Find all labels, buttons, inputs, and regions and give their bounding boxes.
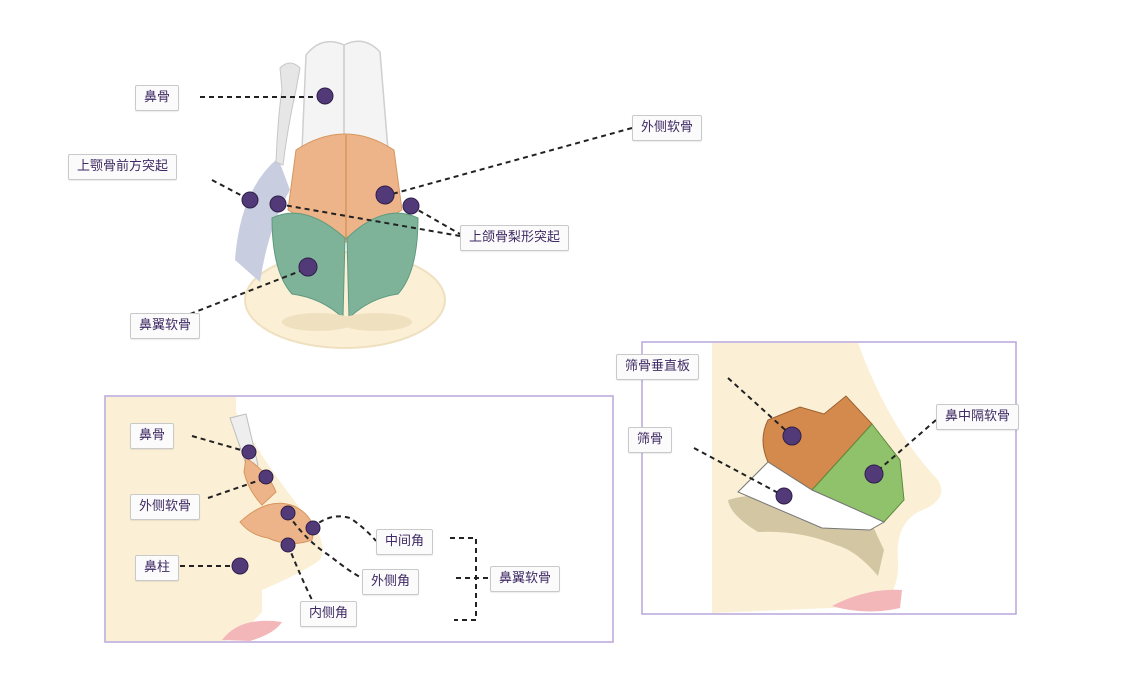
nostril-base-shadow [244, 251, 446, 349]
leader-piriform-a [277, 203, 461, 237]
vomer-shape [728, 495, 884, 576]
label-side-nasal-bone: 鼻骨 [130, 423, 175, 449]
marker-side-lateral [258, 469, 274, 485]
label-maxilla-piriform-process: 上颌骨梨形突起 [460, 225, 570, 251]
label-middle-crus: 中间角 [376, 529, 434, 555]
maxilla-side-shading [235, 158, 290, 282]
label-ethmoid-bone: 筛骨 [628, 427, 673, 453]
marker-piriform-left [269, 195, 287, 213]
marker-alar-top [298, 257, 318, 277]
label-alar-cartilage-side: 鼻翼软骨 [490, 566, 561, 592]
marker-ethmoid [775, 487, 793, 505]
marker-nasal-bone [316, 87, 334, 105]
leader-piriform-b [410, 205, 461, 235]
label-side-lateral-cartilage: 外侧软骨 [130, 494, 201, 520]
leader-side-nasal-bone [191, 435, 249, 453]
septal-cartilage-shape [811, 423, 905, 523]
marker-medial-crus [280, 537, 296, 553]
marker-lateral-crus [280, 505, 296, 521]
leader-side-lateral [207, 477, 267, 499]
left-nostril [282, 313, 354, 331]
marker-side-nasal-bone [241, 444, 257, 460]
leader-ethmoid [693, 447, 785, 497]
label-nasal-bone: 鼻骨 [135, 85, 180, 111]
marker-septal [864, 464, 884, 484]
label-lateral-crus: 外侧角 [362, 569, 420, 595]
leader-middle-crus [311, 515, 377, 542]
septum-view-panel [641, 341, 1017, 615]
marker-ethmoid-plate [782, 426, 802, 446]
label-medial-crus: 内侧角 [300, 601, 358, 627]
right-nostril [340, 313, 412, 331]
leader-septal [873, 419, 937, 475]
ethmoid-bone-shape [737, 461, 886, 531]
leader-alar-top [189, 267, 309, 315]
leader-lateral-cartilage-top [384, 127, 633, 197]
alar-cartilage-right-shape [346, 212, 419, 320]
septum-view-lip [832, 589, 902, 612]
nasal-bone-side-plate [275, 62, 301, 166]
side-view-lip [222, 620, 282, 641]
label-columella: 鼻柱 [135, 555, 180, 581]
marker-piriform-right [402, 197, 420, 215]
leader-maxilla-frontal [211, 179, 251, 201]
label-alar-cartilage-top: 鼻翼软骨 [130, 313, 201, 339]
label-maxilla-frontal-process: 上颚骨前方突起 [68, 154, 178, 180]
leader-bracket [450, 537, 490, 621]
marker-lateral-cartilage [375, 185, 395, 205]
leader-lines [180, 96, 937, 621]
label-septal-cartilage: 鼻中隔软骨 [936, 404, 1020, 430]
marker-maxilla-frontal [241, 191, 259, 209]
marker-dots [231, 87, 884, 575]
marker-columella [231, 557, 249, 575]
label-lateral-cartilage-top: 外侧软骨 [632, 115, 703, 141]
frontal-nose-illustration [235, 40, 446, 349]
leader-medial-crus [287, 544, 313, 601]
ethmoid-perpendicular-plate-shape [762, 395, 873, 491]
marker-middle-crus [305, 520, 321, 536]
label-ethmoid-perpendicular-plate: 筛骨垂直板 [616, 354, 700, 380]
